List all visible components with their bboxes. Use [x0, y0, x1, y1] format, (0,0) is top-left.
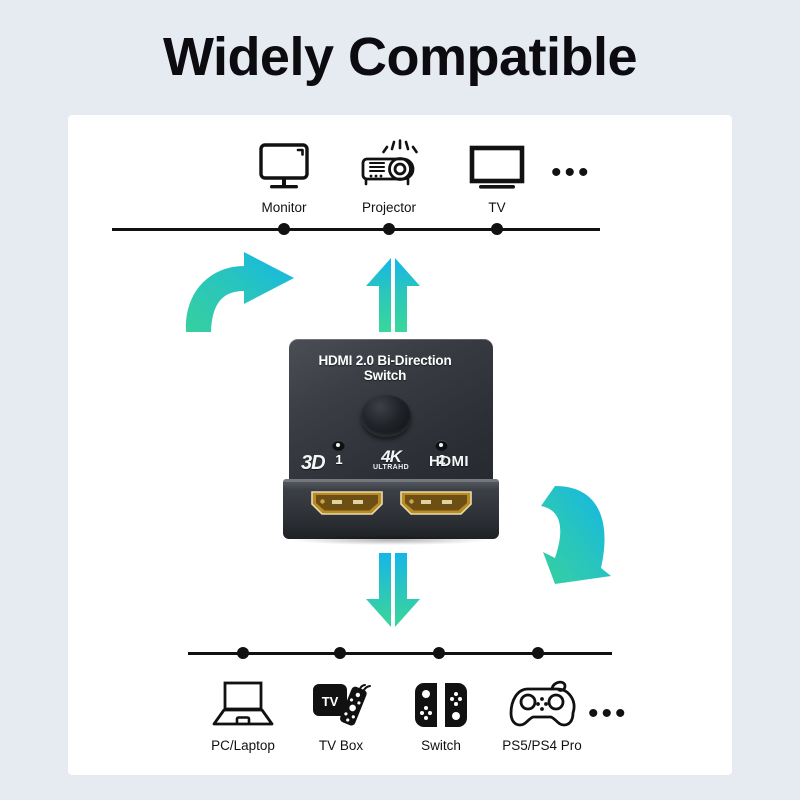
output-ellipsis: ••• [588, 697, 629, 730]
rail-node [491, 223, 503, 235]
device-brand-text: HDMI 2.0 Bi-Direction Switch [295, 353, 475, 383]
monitor-icon [224, 138, 344, 196]
device-label: Projector [361, 200, 417, 215]
device-item-tv-box: TV T [281, 676, 401, 753]
down-arrow [364, 549, 422, 634]
device-label: Switch [421, 738, 461, 753]
curved-arrow-down-left [499, 480, 615, 593]
hdmi-switch-device: HDMI 2.0 Bi-Direction Switch 1 2 3D 4K U… [283, 339, 499, 545]
device-item-pc-laptop: PC/Laptop [183, 676, 303, 753]
device-label: PC/Laptop [211, 738, 275, 753]
source-ellipsis: ••• [551, 156, 592, 189]
badge-4k: 4K ULTRAHD [369, 447, 413, 471]
hdmi-port-1 [310, 490, 384, 516]
device-front-face [283, 479, 499, 539]
device-label: PS5/PS4 Pro [502, 738, 582, 753]
rail-node [433, 647, 445, 659]
badge-4k-main: 4K [381, 447, 402, 466]
device-label: TV [488, 200, 506, 215]
rail-node [237, 647, 249, 659]
badge-3d: 3D [301, 452, 326, 474]
projector-icon [329, 138, 449, 196]
led-indicator-1 [332, 440, 345, 451]
device-item-projector: Projector [329, 138, 449, 215]
page-title: Widely Compatible [162, 27, 638, 87]
device-item-switch: Switch [381, 676, 501, 753]
device-label: TV Box [318, 738, 364, 753]
device-title-line2: Switch [363, 368, 407, 383]
tv-icon [437, 138, 557, 196]
curved-arrow-up-right [178, 248, 300, 339]
device-item-monitor: Monitor [224, 138, 344, 215]
badge-4k-sub: ULTRAHD [372, 464, 410, 471]
badge-hdmi: HDMI [429, 453, 469, 470]
gamepad-icon [482, 676, 602, 734]
switch-button[interactable] [361, 395, 411, 437]
rail-node [532, 647, 544, 659]
laptop-icon [183, 676, 303, 734]
led-indicator-2 [435, 440, 448, 451]
led-label-2: 2 [438, 452, 446, 467]
svg-text:TV: TV [322, 694, 339, 709]
device-drop-shadow [293, 535, 489, 545]
hdmi-port-2 [399, 490, 473, 516]
device-title-line1: HDMI 2.0 Bi-Direction [318, 353, 452, 368]
device-item-playstation: PS5/PS4 Pro [482, 676, 602, 753]
nintendo-switch-icon [381, 676, 501, 734]
rail-line [188, 652, 612, 655]
rail-node [278, 223, 290, 235]
device-label: Monitor [261, 200, 307, 215]
up-arrow [364, 256, 422, 339]
tv-box-icon: TV [281, 676, 401, 734]
device-item-tv: TV [437, 138, 557, 215]
led-label-1: 1 [335, 452, 343, 467]
rail-node [383, 223, 395, 235]
rail-line [112, 228, 600, 231]
rail-node [334, 647, 346, 659]
